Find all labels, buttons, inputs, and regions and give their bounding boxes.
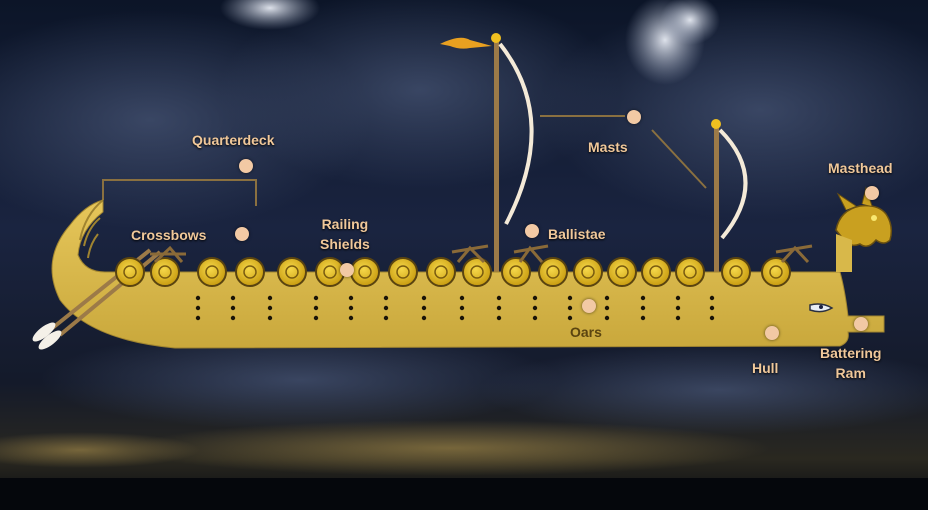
railing-shields xyxy=(115,257,791,287)
oar-port xyxy=(709,295,715,301)
hotspot-battering-ram[interactable] xyxy=(854,317,868,331)
shield xyxy=(350,257,380,287)
hotspot-oars[interactable] xyxy=(582,299,596,313)
shield xyxy=(115,257,145,287)
oar-port xyxy=(709,305,715,311)
label-crossbows: Crossbows xyxy=(131,227,207,243)
shield xyxy=(607,257,637,287)
shield xyxy=(573,257,603,287)
shield xyxy=(277,257,307,287)
oar-port xyxy=(675,315,681,321)
ballista-weapons xyxy=(150,244,813,264)
oar-port xyxy=(313,305,319,311)
hotspot-ballistae[interactable] xyxy=(525,224,539,238)
oar-ports xyxy=(195,295,715,321)
label-quarterdeck: Quarterdeck xyxy=(192,132,275,148)
label-battering-ram-line2: Ram xyxy=(835,365,866,381)
pennant-flag xyxy=(440,37,492,49)
oar-port xyxy=(421,305,427,311)
oar-port xyxy=(532,315,538,321)
oar-port xyxy=(313,315,319,321)
oar-port xyxy=(230,295,236,301)
shield xyxy=(388,257,418,287)
shield xyxy=(150,257,180,287)
oar-port xyxy=(675,305,681,311)
shield xyxy=(721,257,751,287)
label-masts: Masts xyxy=(588,139,628,155)
shield xyxy=(675,257,705,287)
oar-port xyxy=(604,305,610,311)
oar-port xyxy=(195,305,201,311)
oar-port xyxy=(267,305,273,311)
oar-port xyxy=(459,315,465,321)
oar-port xyxy=(532,295,538,301)
oar-port xyxy=(567,295,573,301)
label-battering-ram-line1: Battering xyxy=(820,345,882,361)
masts xyxy=(440,33,748,272)
oar-port xyxy=(640,315,646,321)
oar-port xyxy=(532,305,538,311)
hotspot-masthead[interactable] xyxy=(865,186,879,200)
oar-port xyxy=(348,315,354,321)
hotspot-masts[interactable] xyxy=(627,110,641,124)
hotspot-quarterdeck[interactable] xyxy=(239,159,253,173)
oar-port xyxy=(421,315,427,321)
oar-port xyxy=(567,315,573,321)
hotspot-railing-shields[interactable] xyxy=(340,263,354,277)
shield xyxy=(501,257,531,287)
oar-port xyxy=(421,295,427,301)
hotspot-hull[interactable] xyxy=(765,326,779,340)
oar-port xyxy=(267,295,273,301)
oar-port xyxy=(640,295,646,301)
oar-port xyxy=(348,305,354,311)
leader-lines xyxy=(102,115,707,206)
shield xyxy=(761,257,791,287)
oar-port xyxy=(604,315,610,321)
oar-port xyxy=(383,315,389,321)
shield xyxy=(641,257,671,287)
label-masthead: Masthead xyxy=(828,160,893,176)
oar-port xyxy=(459,295,465,301)
label-railing-shields: Railing Shields xyxy=(320,214,370,254)
label-railing-shields-line1: Railing xyxy=(321,216,369,232)
oar-port xyxy=(348,295,354,301)
oar-port xyxy=(675,295,681,301)
label-battering-ram: Battering Ram xyxy=(820,343,881,383)
shield xyxy=(197,257,227,287)
oar-port xyxy=(459,305,465,311)
shield xyxy=(235,257,265,287)
fore-sail xyxy=(718,128,748,240)
label-ballistae: Ballistae xyxy=(548,226,606,242)
main-sail xyxy=(498,42,534,225)
oar-port xyxy=(313,295,319,301)
oar-port xyxy=(604,295,610,301)
oar-port xyxy=(709,315,715,321)
oar-port xyxy=(496,295,502,301)
oar-port xyxy=(230,305,236,311)
oar-port xyxy=(195,315,201,321)
oar-port xyxy=(195,295,201,301)
shield xyxy=(462,257,492,287)
oar-port xyxy=(640,305,646,311)
shield xyxy=(426,257,456,287)
oar-port xyxy=(496,315,502,321)
label-hull: Hull xyxy=(752,360,779,376)
oar-port xyxy=(567,305,573,311)
label-railing-shields-line2: Shields xyxy=(320,236,370,252)
oar-port xyxy=(496,305,502,311)
oar-port xyxy=(383,305,389,311)
label-oars: Oars xyxy=(570,324,602,340)
oar-port xyxy=(383,295,389,301)
oar-port xyxy=(267,315,273,321)
hotspot-crossbows[interactable] xyxy=(235,227,249,241)
oar-port xyxy=(230,315,236,321)
shield xyxy=(538,257,568,287)
